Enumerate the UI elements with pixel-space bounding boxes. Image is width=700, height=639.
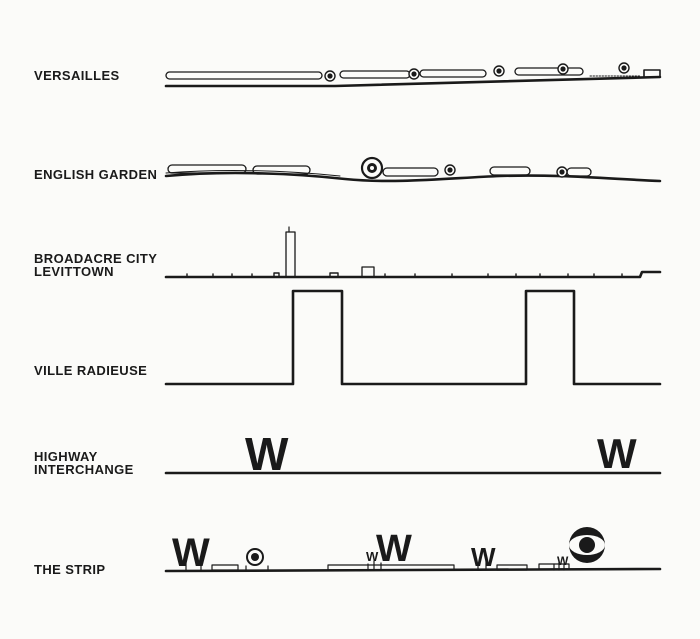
hedge-shape [489,166,531,176]
hedge-shape [165,71,323,80]
section-broadacre-city [164,226,662,279]
strip-sign-w-1: W [172,531,210,575]
label-english-garden: ENGLISH GARDEN [34,167,158,182]
label-broadacre-city: BROADACRE CITY [34,251,158,266]
section-ville-radieuse [164,289,662,386]
hedge-shape [419,69,487,78]
label-the-strip: THE STRIP [34,562,106,577]
strip-building [327,564,455,571]
eye-logo-icon [324,70,336,82]
hedge-shape [252,165,311,175]
hedge-shape [167,164,247,174]
strip-sign-w-tiny: W [557,554,569,568]
hedge-shape [566,167,592,177]
label-ville-radieuse: VILLE RADIEUSE [34,363,148,378]
label-levittown: LEVITTOWN [34,264,114,279]
eye-logo-icon [360,156,384,180]
highway-sign-w-right: W [597,430,637,477]
strip-sign-w-2: W [376,528,412,570]
section-the-strip [164,560,662,573]
section-versailles [164,67,662,88]
hedge-shape [514,67,584,76]
eye-logo-icon [556,166,568,178]
house-shape [361,266,375,278]
eye-logo-icon [493,65,505,77]
hedge-shape [339,70,411,79]
eye-logo-icon [444,164,456,176]
strip-sign-w-3: W [471,542,496,572]
eye-logo-icon [557,63,569,75]
eye-logo-icon [408,68,420,80]
highway-sign-w-left: W [245,428,289,480]
hedge-shape [382,167,439,177]
tower-shape [285,231,296,278]
label-versailles: VERSAILLES [34,68,120,83]
label-highway: HIGHWAY [34,449,98,464]
eye-logo-icon [246,548,264,566]
strip-building [211,564,239,571]
eye-logo-icon [618,62,630,74]
label-interchange: INTERCHANGE [34,462,134,477]
strip-building [496,564,528,571]
section-english-garden [164,164,662,183]
strip-sign-w-small: W [366,549,379,564]
eye-logo-icon [569,527,605,563]
